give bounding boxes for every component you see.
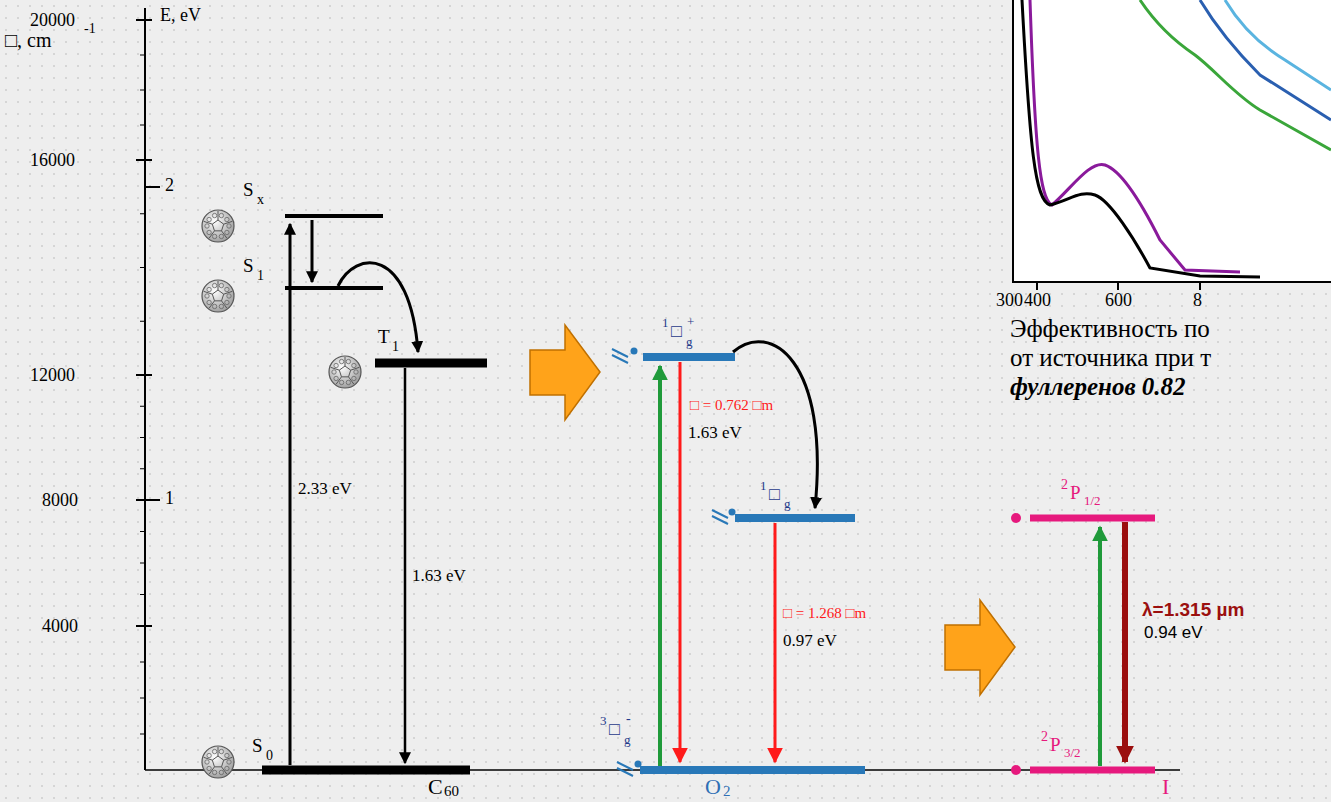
term-superscript: 1 <box>662 316 669 329</box>
term-symbol: P <box>1050 735 1061 754</box>
wavelength-value: □ = 0.762 □m <box>690 398 773 413</box>
tick-label: 4000 <box>42 617 78 635</box>
chart-tick-label: 400 <box>1024 291 1051 309</box>
chart-tick-label: 300 <box>996 291 1023 309</box>
tick-label: 8000 <box>42 491 78 509</box>
wavelength-value: λ=1.315 µm <box>1142 600 1244 619</box>
axis-title: □, cm <box>5 30 52 50</box>
energy-value: 0.94 eV <box>1144 624 1203 641</box>
energy-value: 1.63 eV <box>412 567 466 584</box>
minor-tick <box>140 468 145 469</box>
term-symbol: □ <box>671 322 682 340</box>
state-subscript: 0 <box>266 749 273 763</box>
minor-tick <box>140 55 145 56</box>
term-symbol: □ <box>609 720 620 738</box>
term-symbol: P <box>1070 483 1081 502</box>
energy-value: 1.63 eV <box>688 424 742 441</box>
state-subscript: 1 <box>257 269 264 283</box>
c60-molecule <box>202 746 234 778</box>
c60-molecule <box>202 280 234 312</box>
atom-name: I <box>1162 776 1169 798</box>
axis-title: E, eV <box>160 6 201 24</box>
term-superscript: 2 <box>1061 478 1068 492</box>
molecule-subscript: 2 <box>723 784 731 799</box>
state-label: T <box>378 327 390 346</box>
chart-tick-label: 600 <box>1105 291 1132 309</box>
axis-unit: -1 <box>84 22 96 36</box>
state-subscript: x <box>257 193 264 207</box>
o2-levels <box>612 342 865 776</box>
chart-caption: от источника при т <box>1010 345 1211 370</box>
minor-tick <box>140 213 145 214</box>
iodine-levels <box>1011 513 1155 775</box>
molecule-name: C <box>428 776 443 798</box>
molecule-subscript: 60 <box>444 784 459 799</box>
minor-tick <box>140 406 145 407</box>
transfer-arrow <box>530 325 1015 695</box>
c60-levels <box>262 216 487 770</box>
minor-tick <box>140 125 145 126</box>
term-superscript: + <box>687 315 694 328</box>
energy-value: 0.97 eV <box>783 632 837 649</box>
term-superscript: 2 <box>1041 730 1048 744</box>
fullerene-icon <box>202 210 361 778</box>
term-subscript: 1/2 <box>1084 494 1101 507</box>
tick-label: 20000 <box>30 11 75 29</box>
minor-tick <box>140 267 145 268</box>
minor-tick <box>140 90 145 91</box>
state-subscript: 1 <box>392 340 399 354</box>
c60-molecule <box>202 210 234 242</box>
term-symbol: □ <box>769 485 780 503</box>
term-subscript: g <box>784 497 791 510</box>
term-superscript: 3 <box>600 714 607 727</box>
tick-label: 1 <box>165 489 174 507</box>
minor-tick <box>140 594 145 595</box>
chart-caption: фуллеренов 0.82 <box>1010 374 1186 399</box>
term-superscript: 1 <box>760 479 767 492</box>
spectrum-chart <box>1012 0 1331 290</box>
state-label: S <box>243 256 254 275</box>
chart-tick-label: 8 <box>1193 291 1202 309</box>
minor-tick <box>140 531 145 532</box>
state-label: S <box>243 180 254 199</box>
tick-label: 16000 <box>30 151 75 169</box>
term-subscript: 3/2 <box>1064 746 1081 759</box>
tick-label: 12000 <box>30 366 75 384</box>
term-subscript: g <box>624 733 631 746</box>
term-subscript: g <box>686 335 693 348</box>
minor-tick <box>140 734 145 735</box>
energy-value: 2.33 eV <box>298 480 352 497</box>
minor-tick <box>140 698 145 699</box>
c60-molecule <box>329 356 361 388</box>
state-label: S <box>252 736 263 755</box>
term-superscript: - <box>626 712 631 726</box>
wavelength-value: □ = 1.268 □m <box>783 606 866 621</box>
chart-caption: Эффективность по <box>1010 316 1210 341</box>
minor-tick <box>140 437 145 438</box>
molecule-name: O <box>705 776 721 798</box>
minor-tick <box>140 563 145 564</box>
tick-label: 2 <box>165 176 174 194</box>
minor-tick <box>140 662 145 663</box>
minor-tick <box>140 321 145 322</box>
